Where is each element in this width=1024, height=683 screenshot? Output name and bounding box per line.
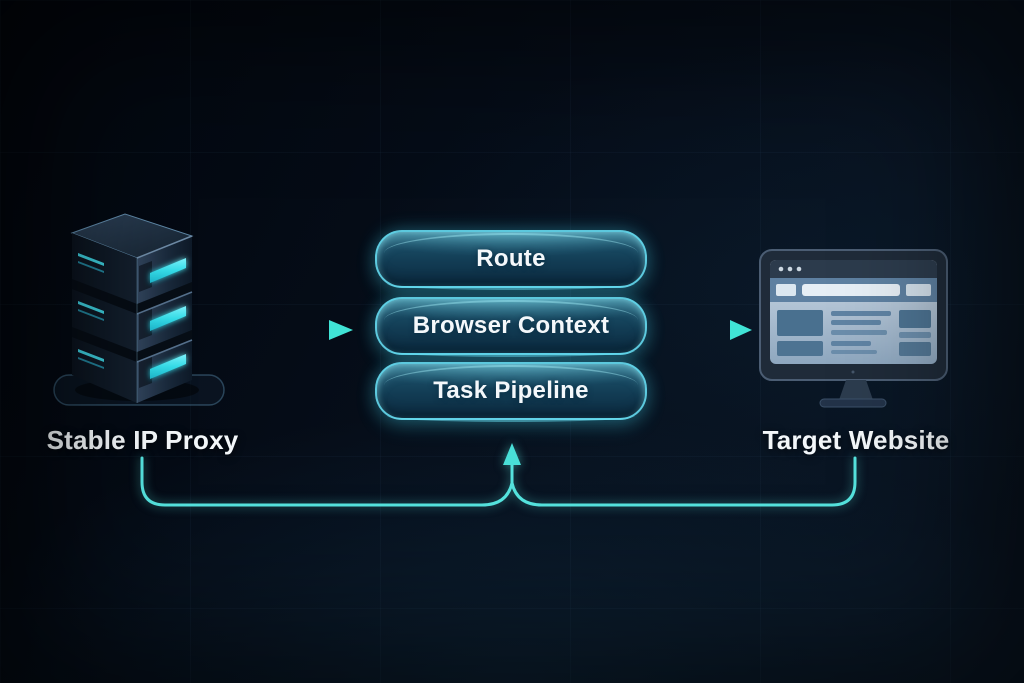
loop-right-branch [510, 456, 857, 507]
server-led-lights [150, 258, 186, 379]
browser-window [770, 260, 937, 364]
arrow-proxy-to-stack [185, 320, 353, 340]
stack-layer-route: Route [375, 230, 647, 290]
monitor-stand [839, 380, 873, 400]
server-left-face [72, 233, 137, 403]
feedback-loop-connector [140, 443, 857, 507]
arrowhead-right-icon [329, 320, 353, 340]
arrowhead-up-icon [503, 443, 521, 465]
window-dot-icon [787, 266, 793, 272]
layer-label: Task Pipeline [433, 377, 589, 404]
monitor-base [819, 398, 887, 408]
stack-layer-task-pipeline: Task Pipeline [375, 362, 647, 422]
stack-layer-browser-context: Browser Context [375, 297, 647, 357]
monitor-browser-icon [759, 249, 948, 408]
loop-left-branch [140, 456, 514, 507]
window-dot-icon [778, 266, 784, 272]
toolbar-button [906, 284, 931, 296]
arrowhead-right-icon [730, 320, 752, 340]
proxy-label: Stable IP Proxy [46, 425, 239, 455]
page-content-placeholder [777, 310, 931, 356]
browser-titlebar [770, 260, 937, 278]
website-label: Target Website [762, 425, 950, 455]
address-bar [802, 284, 900, 296]
layer-label: Browser Context [412, 312, 610, 339]
server-side-indicators [78, 253, 104, 369]
window-dot-icon [796, 266, 802, 272]
arrow-stack-to-website [654, 320, 752, 340]
server-rack-icon [53, 213, 225, 406]
toolbar-button [776, 284, 796, 296]
layer-label: Route [476, 245, 546, 272]
